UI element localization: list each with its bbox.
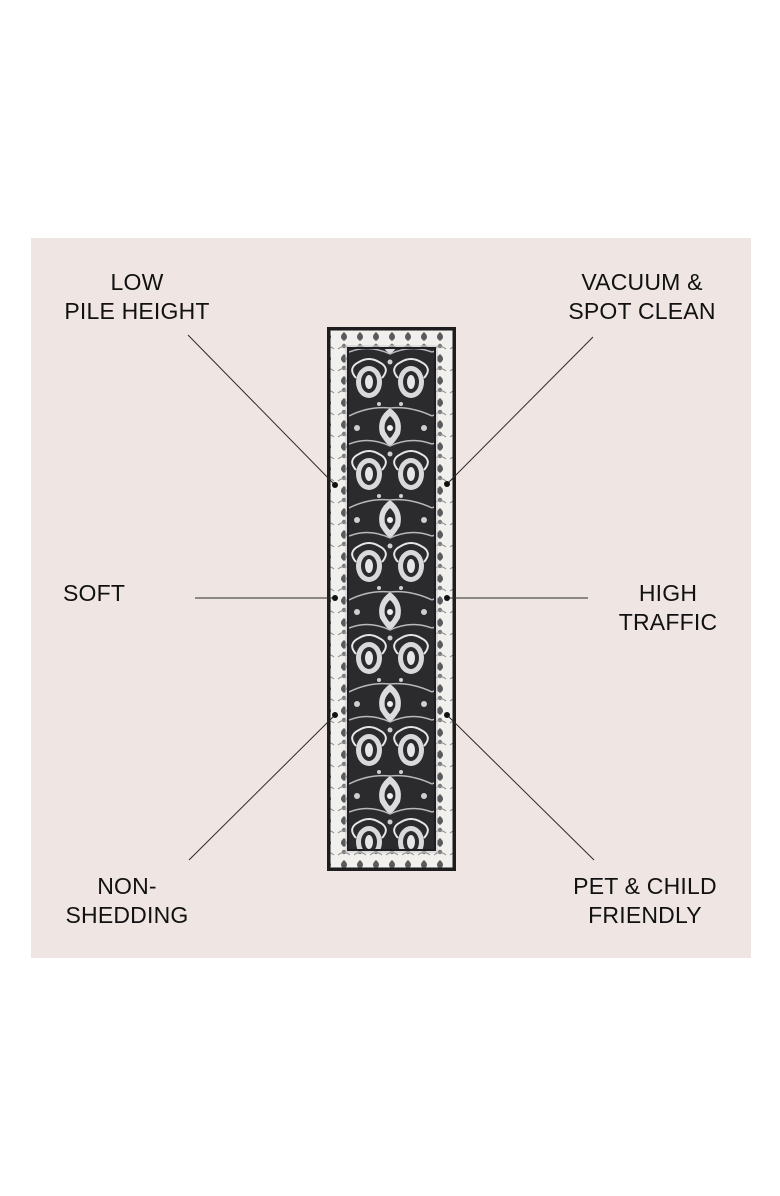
feature-label-line: TRAFFIC bbox=[618, 609, 718, 635]
feature-label-high-traffic: HIGH TRAFFIC bbox=[608, 579, 728, 637]
feature-label-line: SPOT CLEAN bbox=[568, 298, 716, 324]
feature-label-pet-child: PET & CHILD FRIENDLY bbox=[560, 872, 730, 930]
leader-line-vacuum bbox=[446, 336, 594, 485]
feature-label-low-pile: LOW PILE HEIGHT bbox=[52, 268, 222, 326]
anchor-dot-pet-child bbox=[444, 712, 450, 718]
leader-line-low-pile bbox=[187, 334, 336, 486]
anchor-dot-soft bbox=[332, 595, 338, 601]
feature-label-line: NON- bbox=[97, 873, 157, 899]
leader-lines bbox=[187, 334, 595, 861]
feature-label-line: LOW bbox=[110, 269, 164, 295]
feature-label-line: VACUUM & bbox=[581, 269, 703, 295]
feature-label-line: FRIENDLY bbox=[588, 902, 702, 928]
feature-label-line: PET & CHILD bbox=[573, 873, 717, 899]
anchor-dot-non-shedding bbox=[332, 712, 338, 718]
feature-label-vacuum: VACUUM & SPOT CLEAN bbox=[556, 268, 728, 326]
anchor-dot-low-pile bbox=[332, 482, 338, 488]
anchor-dots bbox=[332, 481, 450, 718]
leader-line-pet-child bbox=[446, 714, 595, 861]
feature-label-line: HIGH bbox=[638, 580, 698, 606]
feature-label-soft: SOFT bbox=[63, 579, 183, 608]
feature-label-line: SHEDDING bbox=[65, 902, 189, 928]
leader-line-non-shedding bbox=[188, 714, 336, 861]
feature-label-non-shedding: NON- SHEDDING bbox=[57, 872, 197, 930]
feature-label-line: SOFT bbox=[63, 580, 126, 606]
runner-rug-image bbox=[327, 327, 456, 871]
anchor-dot-vacuum bbox=[444, 481, 450, 487]
feature-label-line: PILE HEIGHT bbox=[64, 298, 210, 324]
anchor-dot-high-traffic bbox=[444, 595, 450, 601]
